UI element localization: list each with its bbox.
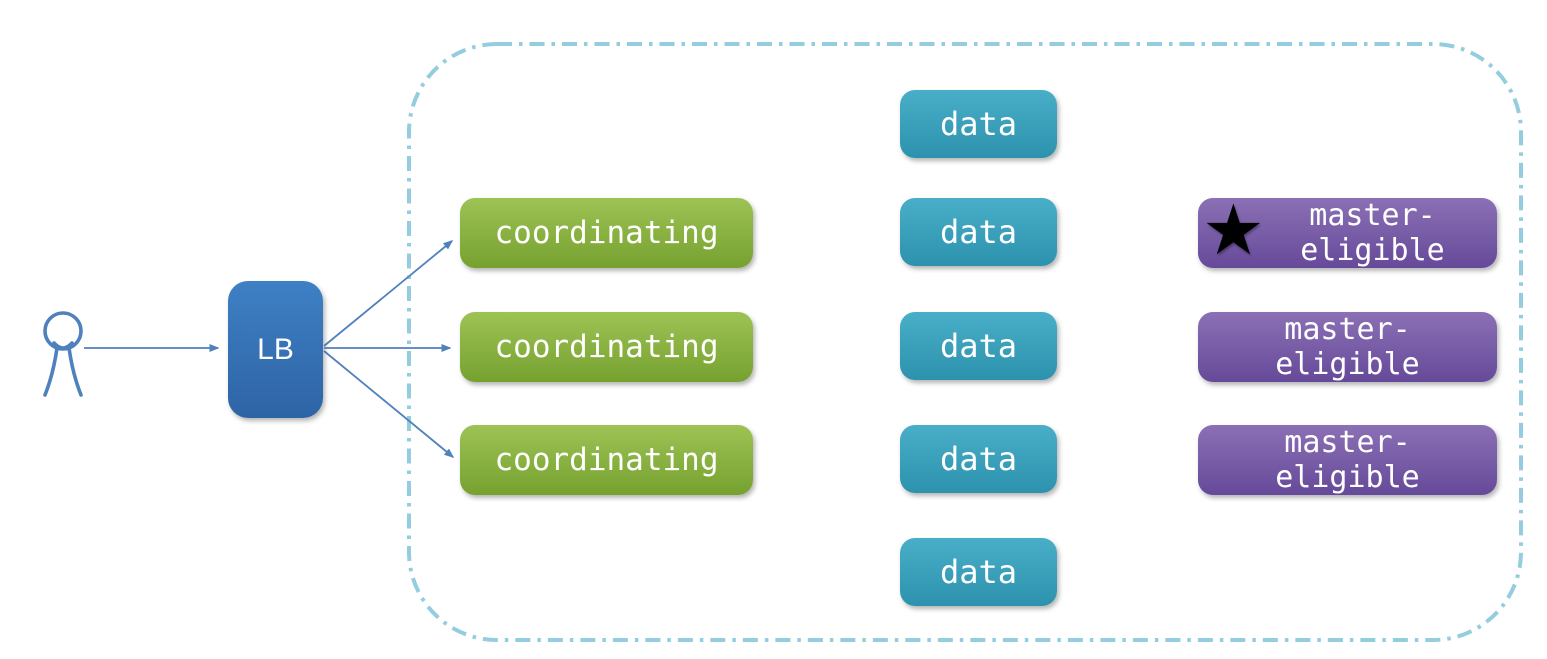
data-label: data	[939, 213, 1018, 251]
data-node-1: data	[900, 90, 1057, 158]
master-label-line2: eligible	[1275, 347, 1420, 382]
coordinating-node-1: coordinating	[460, 198, 753, 268]
master-label-line1: master-	[1309, 198, 1436, 233]
person-icon	[43, 311, 83, 397]
data-label: data	[939, 440, 1018, 478]
data-node-3: data	[900, 312, 1057, 380]
coordinating-node-3: coordinating	[460, 425, 753, 495]
master-label-line2: eligible	[1275, 460, 1420, 495]
data-node-5: data	[900, 538, 1057, 606]
coordinating-node-2: coordinating	[460, 312, 753, 382]
coordinating-label: coordinating	[494, 329, 719, 365]
master-label-line1: master-	[1284, 312, 1411, 347]
master-label-line2: eligible	[1300, 233, 1445, 268]
arrow-lb-to-coordinating-3	[323, 350, 455, 458]
lb-label: LB	[257, 332, 294, 366]
data-label: data	[939, 105, 1018, 143]
data-node-2: data	[900, 198, 1057, 266]
data-label: data	[939, 327, 1018, 365]
coordinating-label: coordinating	[494, 215, 719, 251]
master-eligible-node-2: master- eligible	[1198, 312, 1497, 382]
master-eligible-node-1: ★ master- eligible	[1198, 189, 1497, 272]
coordinating-label: coordinating	[494, 442, 719, 478]
master-label: master- eligible	[1275, 312, 1420, 382]
master-label: master- eligible	[1250, 198, 1445, 268]
star-icon: ★	[1202, 189, 1265, 272]
master-label-line1: master-	[1284, 425, 1411, 460]
master-eligible-node-3: master- eligible	[1198, 425, 1497, 495]
cluster-boundary	[407, 42, 1523, 642]
master-label: master- eligible	[1275, 425, 1420, 495]
arrow-lb-to-coordinating-1	[323, 240, 454, 347]
lb-node: LB	[228, 281, 323, 418]
data-node-4: data	[900, 425, 1057, 493]
data-label: data	[939, 553, 1018, 591]
